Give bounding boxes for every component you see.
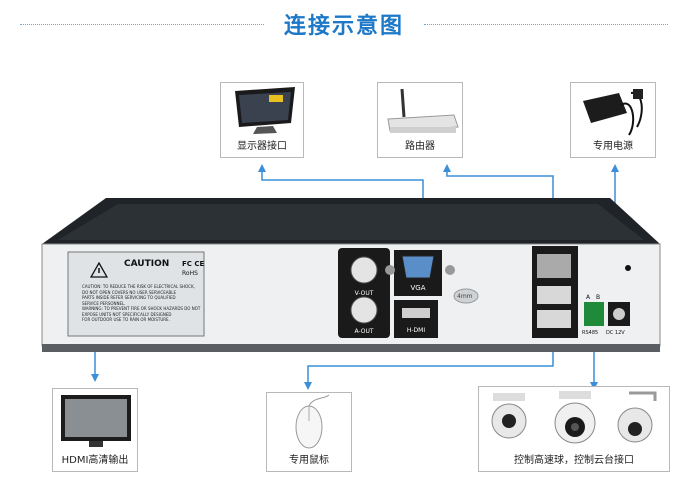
mouse-label: 专用鼠标 xyxy=(289,455,329,466)
hdmi-monitor-icon xyxy=(61,395,131,447)
vga-label: VGA xyxy=(410,284,426,292)
warning-triangle-icon xyxy=(90,262,108,278)
hdmi-output-label: HDMI高清输出 xyxy=(61,455,129,466)
title-divider-right xyxy=(424,24,668,25)
caution-title: CAUTION xyxy=(124,259,170,269)
arrow-power-icon xyxy=(611,164,619,172)
monitor-interface-label: 显示器接口 xyxy=(237,141,287,152)
arrow-router-icon xyxy=(443,164,451,172)
speed-dome-icon xyxy=(554,391,596,444)
router-box: 路由器 xyxy=(377,82,463,158)
caution-text: CAUTION: TO REDUCE THE RISK OF ELECTRICA… xyxy=(82,284,212,323)
caution-line: CAUTION: TO REDUCE THE RISK OF ELECTRICA… xyxy=(82,284,195,289)
router-icon xyxy=(387,88,459,133)
router-label: 路由器 xyxy=(405,141,435,152)
arrow-monitor-icon xyxy=(258,164,266,172)
v-out-label: V-OUT xyxy=(354,290,374,297)
ptz-camera-icons xyxy=(491,391,657,444)
title-divider-left xyxy=(20,24,264,25)
arrow-hdmi-icon xyxy=(91,374,99,382)
hdmi-output-box: HDMI高清输出 xyxy=(52,388,138,472)
ptz-control-label: 控制高速球，控制云台接口 xyxy=(514,455,634,466)
monitor-icon xyxy=(235,87,295,134)
monitor-interface-box: 显示器接口 xyxy=(220,82,304,158)
page-title: 连接示意图 xyxy=(283,14,404,39)
dome-camera-icon xyxy=(617,391,657,443)
caution-line: SERVICE PERSONNEL. xyxy=(82,300,126,306)
hdmi-label: H-DMI xyxy=(406,327,426,334)
rs485-a-label: A xyxy=(586,294,591,301)
rs485-b-label: B xyxy=(596,294,601,301)
caution-line: DO NOT OPEN COVERS NO USER SERVICEABLE xyxy=(82,289,176,295)
rs485-label: RS485 xyxy=(582,330,599,336)
power-adapter-icon xyxy=(583,89,643,136)
caution-line: FOR OUTDOOR USE TO RAIN OR MOISTURE. xyxy=(82,317,170,322)
caution-line: PARTS INSIDE REFER SERVICING TO QUALIFIE… xyxy=(82,295,176,300)
fc-mark: FC CE xyxy=(182,260,205,268)
rohs-mark: RoHS xyxy=(182,270,198,277)
power-supply-box: 专用电源 xyxy=(570,82,656,158)
usb-to-mouse-line xyxy=(307,340,554,382)
mouse-box: 专用鼠标 xyxy=(266,392,352,472)
mouse-icon xyxy=(295,394,330,449)
arrow-mouse-icon xyxy=(304,382,312,390)
dc-12v-label: DC 12V xyxy=(606,330,625,336)
screw-label: 4mm xyxy=(457,293,473,300)
ptz-camera-icon xyxy=(491,393,527,439)
power-supply-label: 专用电源 xyxy=(593,141,633,152)
caution-line: EXPOSE UNITS NOT SPECIFICALLY DESIGNED xyxy=(82,311,172,317)
ptz-control-box: 控制高速球，控制云台接口 xyxy=(478,386,670,472)
nvr-device xyxy=(41,198,661,352)
a-out-label: A-OUT xyxy=(354,328,374,335)
caution-line: WARNING: TO PREVENT FIRE OR SHOCK HAZARD… xyxy=(82,306,201,311)
